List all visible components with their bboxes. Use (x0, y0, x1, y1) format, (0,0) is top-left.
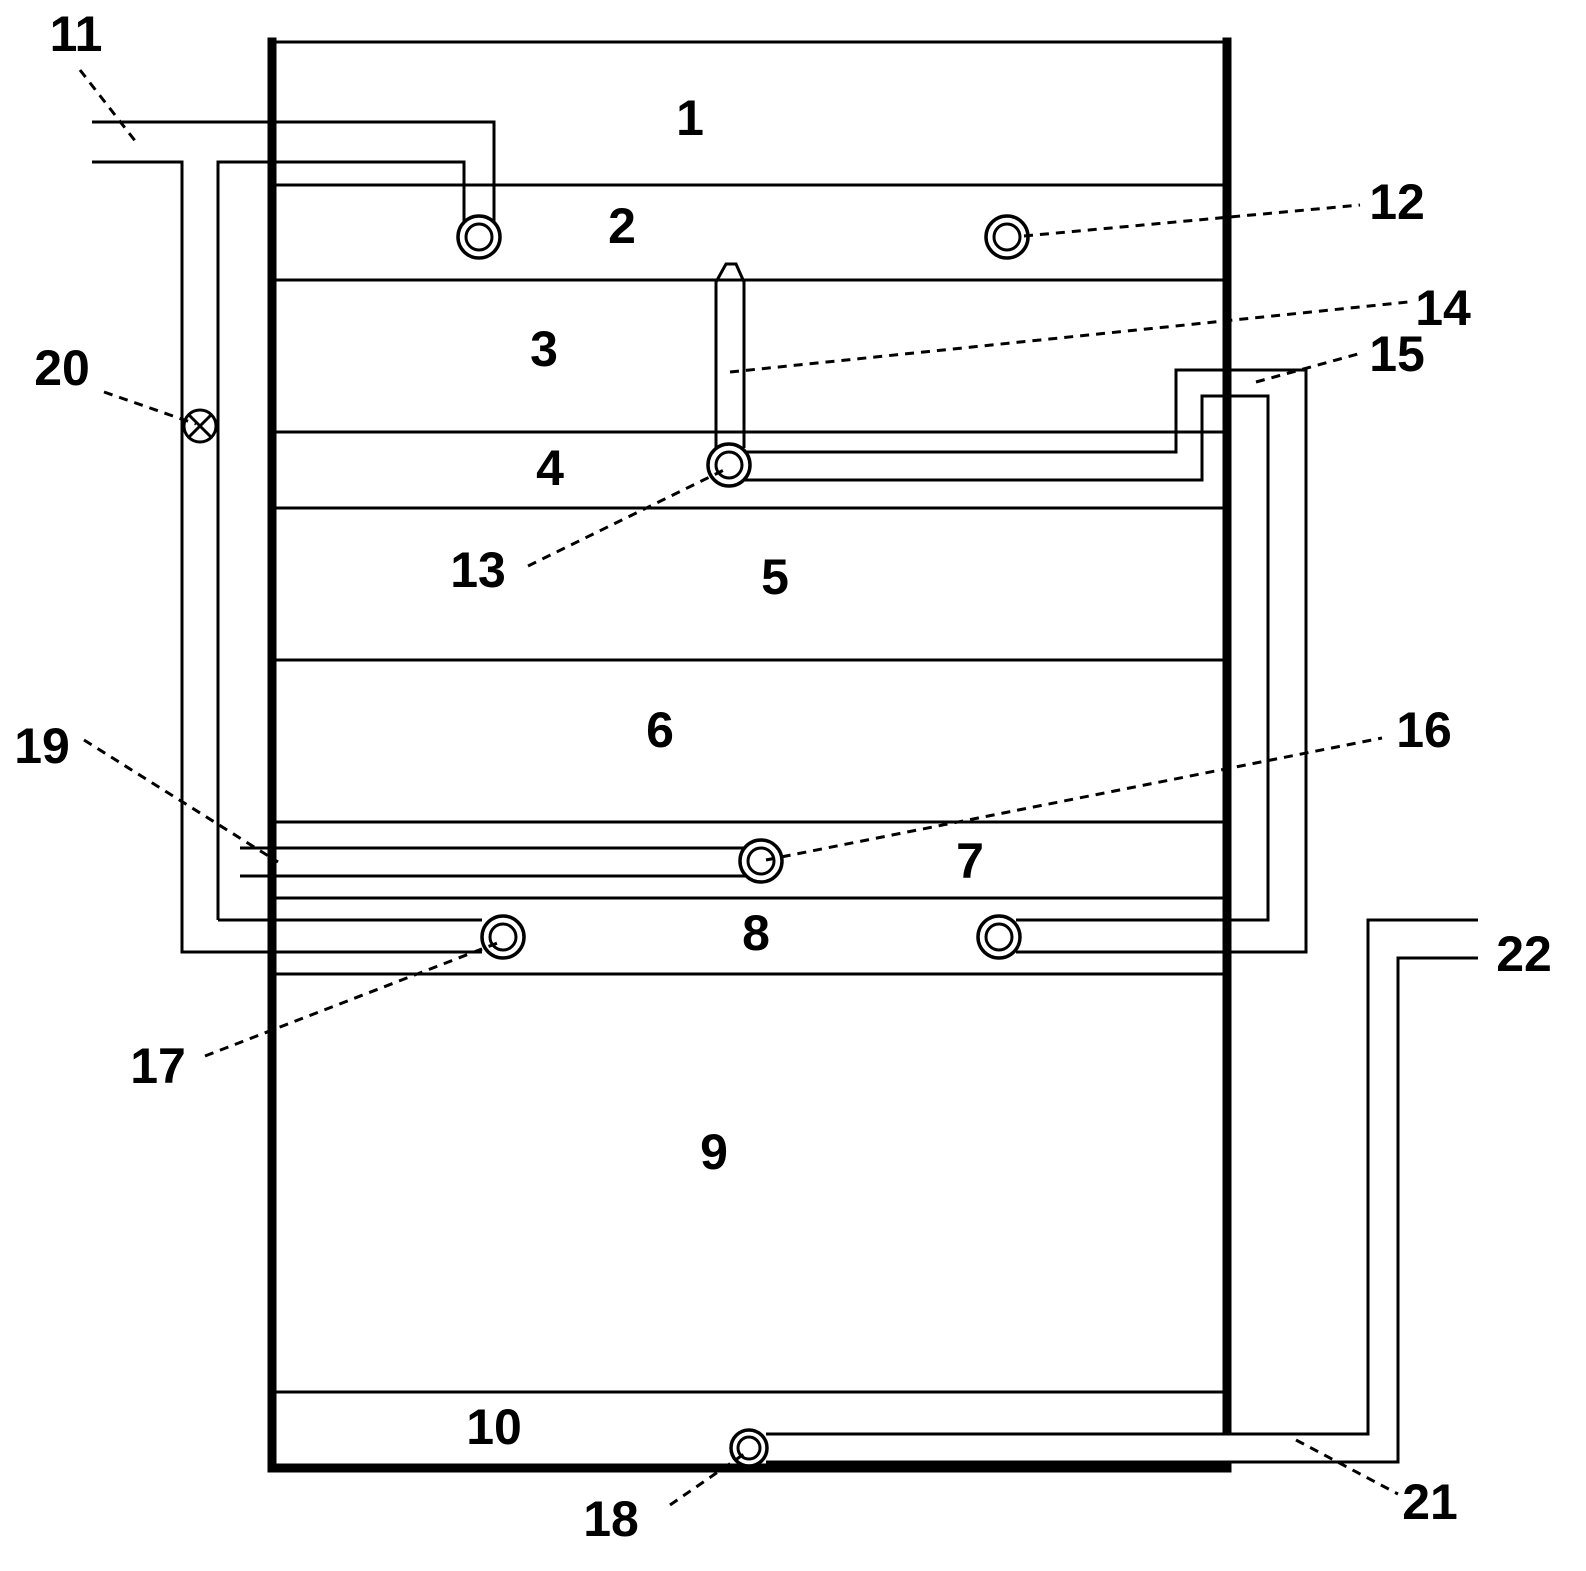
leader-11 (78, 69, 138, 143)
leader-12 (1023, 203, 1361, 238)
callout-label-20: 20 (34, 340, 90, 396)
leader-15 (1255, 352, 1359, 384)
port-18 (729, 1428, 769, 1468)
valve-20-icon (182, 408, 218, 444)
callout-label-11: 11 (50, 6, 103, 62)
callout-label-17: 17 (130, 1038, 186, 1094)
layer-boundaries (276, 183, 1223, 1394)
inlet-pipe-11-lower (92, 160, 482, 954)
pipes (92, 120, 1478, 1464)
callout-label-12: 12 (1369, 174, 1425, 230)
layer-label-10: 10 (466, 1399, 522, 1455)
leader-17 (204, 940, 501, 1058)
layer-label-3: 3 (530, 321, 558, 377)
ports (456, 214, 1030, 1468)
port-layer8-right (976, 914, 1022, 960)
layer-label-1: 1 (676, 90, 704, 146)
outlet-pipe-upper (766, 918, 1478, 1436)
leader-13 (527, 466, 729, 568)
layer-label-5: 5 (761, 549, 789, 605)
inlet-pipe-11-outer (92, 120, 496, 222)
leader-16 (765, 736, 1383, 862)
callout-labels: 11 12 13 14 15 16 17 18 19 20 21 22 (14, 6, 1552, 1547)
port-12 (984, 214, 1030, 260)
callout-label-19: 19 (14, 718, 70, 774)
leader-14 (729, 300, 1409, 374)
leader-19 (83, 738, 279, 864)
port-13 (706, 442, 752, 488)
leader-20 (103, 390, 197, 426)
tube-14 (714, 262, 746, 448)
layer-label-4: 4 (536, 440, 564, 496)
pipe-15-outer (745, 368, 1308, 954)
layer-label-6: 6 (646, 702, 674, 758)
layer-label-8: 8 (742, 905, 770, 961)
callout-label-14: 14 (1415, 280, 1471, 336)
port-inlet-layer2 (456, 214, 502, 260)
column-walls (267, 37, 1232, 1473)
layer-labels: 1 2 3 4 5 6 7 8 9 10 (466, 90, 984, 1455)
inlet-pipe-11-inner (216, 160, 466, 920)
callout-label-13: 13 (450, 542, 506, 598)
leader-18 (669, 1452, 745, 1507)
leader-lines (78, 69, 1409, 1507)
callout-label-22: 22 (1496, 926, 1552, 982)
port-16 (738, 838, 784, 884)
callout-label-21: 21 (1402, 1474, 1458, 1530)
outlet-pipe-lower (766, 956, 1478, 1464)
callout-label-18: 18 (583, 1491, 639, 1547)
layer-label-7: 7 (956, 833, 984, 889)
layer-label-9: 9 (700, 1124, 728, 1180)
callout-label-15: 15 (1369, 326, 1425, 382)
pipe-15-inner (745, 394, 1270, 922)
layer-label-2: 2 (608, 198, 636, 254)
leader-21 (1295, 1438, 1399, 1496)
port-17 (480, 914, 526, 960)
callout-label-16: 16 (1396, 702, 1452, 758)
